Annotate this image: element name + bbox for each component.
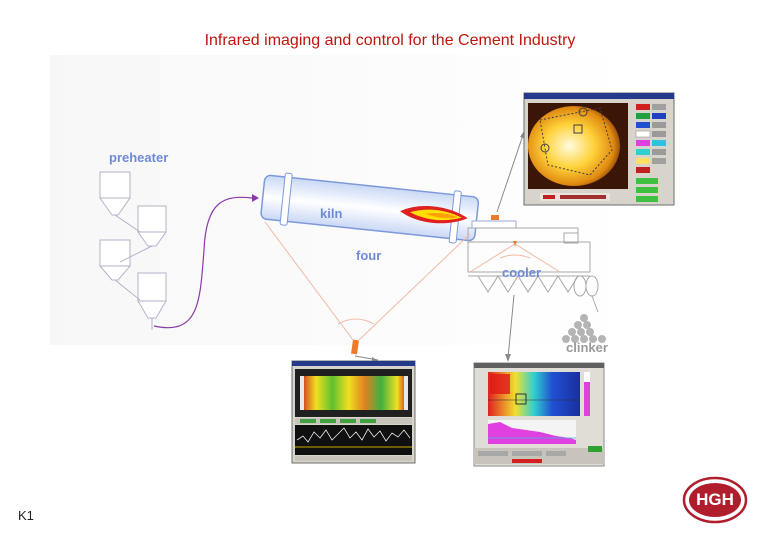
clinker-pile xyxy=(562,314,606,343)
cooler-label: cooler xyxy=(502,265,542,280)
cyclone-2 xyxy=(137,205,167,233)
logo-text: HGH xyxy=(696,490,734,509)
clinker-label: clinker xyxy=(566,340,608,355)
flame-camera-screenshot xyxy=(523,92,675,206)
cooler-structure xyxy=(467,227,599,313)
arrow-head-3 xyxy=(505,354,511,362)
flame-core xyxy=(424,213,458,219)
cyclone-3-cone xyxy=(98,265,132,281)
burner-pipe xyxy=(471,220,517,229)
cyclone-4-cone xyxy=(137,300,167,319)
kiln-shell-scanner xyxy=(351,339,359,355)
cyclone-4 xyxy=(137,272,167,302)
cyclone-2-cone xyxy=(137,231,167,247)
kiln-tube xyxy=(260,172,480,244)
preheater-ducts xyxy=(114,214,153,330)
four-label: four xyxy=(356,248,382,263)
cyclone-3 xyxy=(99,239,131,267)
duct-arrow xyxy=(252,194,259,202)
field-of-view xyxy=(264,221,561,341)
burner-sensor xyxy=(491,215,499,220)
gas-duct xyxy=(153,196,253,329)
cyclone-1 xyxy=(99,171,131,199)
cooler-thermal-screenshot xyxy=(473,362,605,467)
kiln-scanner-screenshot xyxy=(291,360,416,464)
cyclone-1-cone xyxy=(99,197,131,216)
page-title: Infrared imaging and control for the Cem… xyxy=(204,32,576,49)
preheater-label: preheater xyxy=(109,150,169,165)
hgh-logo xyxy=(682,476,748,524)
kiln-label: kiln xyxy=(320,206,343,221)
preheater-tower xyxy=(98,171,167,330)
slide-number: K1 xyxy=(18,508,34,523)
